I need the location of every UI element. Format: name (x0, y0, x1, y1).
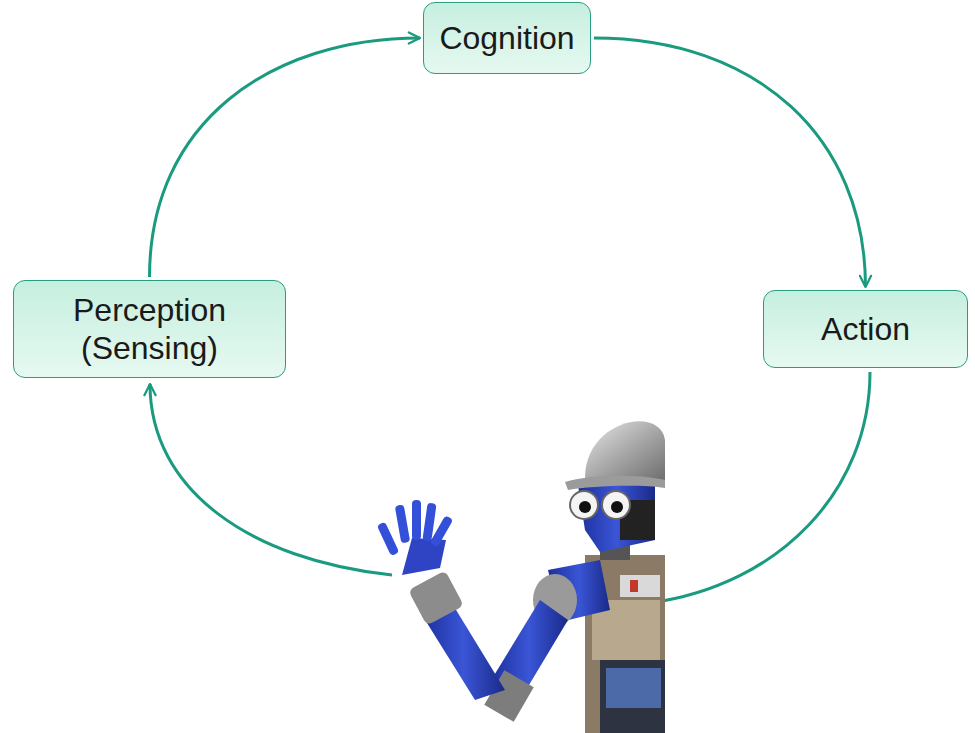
cycle-arrow (150, 38, 421, 277)
box-label: Perception (Sensing) (40, 291, 260, 368)
box-label: Cognition (439, 19, 574, 57)
loop-arc (650, 372, 870, 603)
cycle-arrow (594, 38, 866, 287)
loop-arc (150, 384, 392, 575)
process-box: Cognition (423, 2, 591, 74)
process-box: Perception (Sensing) (13, 280, 286, 378)
process-box: Action (763, 290, 968, 368)
box-label: Action (821, 310, 910, 348)
robot (377, 421, 665, 733)
